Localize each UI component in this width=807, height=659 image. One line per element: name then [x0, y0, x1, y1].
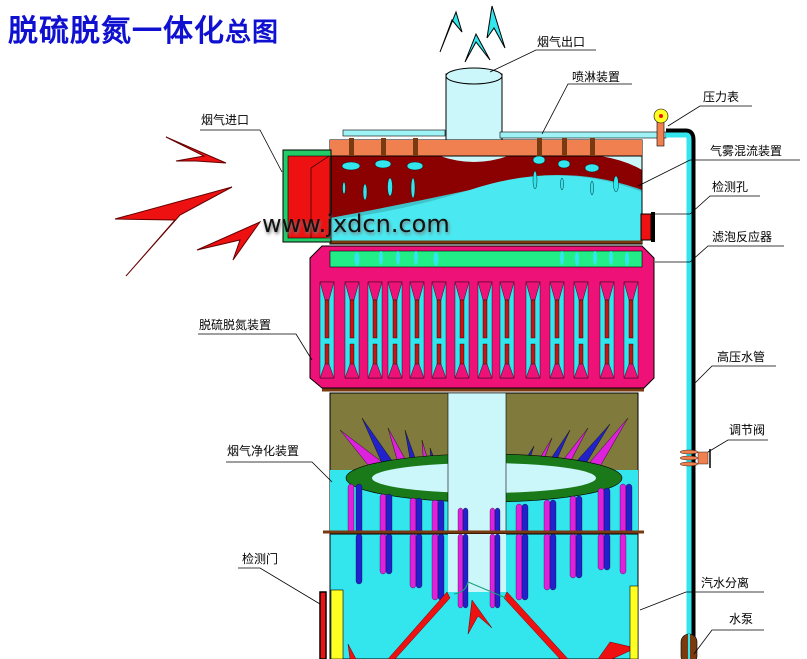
label-inspection-hole: 检测孔: [712, 180, 749, 194]
label-regulating-valve: 调节阀: [729, 423, 766, 437]
label-flue-gas-outlet: 烟气出口: [537, 35, 586, 49]
gas-mist-mixing-chamber: [329, 138, 643, 245]
label-pressure-gauge: 压力表: [703, 90, 740, 104]
title-main: 脱硫脱氮一体化: [8, 14, 225, 49]
inspection-hole: [640, 212, 655, 242]
inlet-arrows-icon: [114, 136, 262, 277]
regulating-valve-icon: [679, 449, 711, 468]
pressure-gauge-icon: [653, 108, 669, 147]
label-flue-gas-purification-device: 烟气净化装置: [227, 444, 300, 458]
label-gas-mist-mixing-device: 气雾混流装置: [710, 144, 783, 158]
title-suffix: 总图: [225, 18, 280, 48]
label-desulfurization-device: 脱硫脱氮装置: [199, 318, 272, 332]
label-water-pump: 水泵: [729, 612, 754, 626]
leader-lines: [198, 49, 800, 655]
watermark: www.jxdcn.com: [262, 210, 450, 238]
label-flue-gas-inlet: 烟气进口: [201, 113, 250, 127]
desulfurization-device: [309, 245, 655, 392]
spray-header-pipe: [342, 128, 696, 640]
diagram-title: 脱硫脱氮一体化总图: [8, 6, 279, 50]
label-inspection-door: 检测门: [242, 552, 279, 566]
water-pump-icon: [680, 633, 698, 659]
label-foam-filter-reactor: 滤泡反应器: [712, 230, 773, 244]
label-steam-water-separation: 汽水分离: [701, 576, 750, 590]
exhaust-arrows-icon: [439, 5, 506, 63]
flue-gas-inlet-duct: [282, 149, 332, 243]
label-high-pressure-water-pipe: 高压水管: [717, 350, 766, 364]
label-spray-device: 喷淋装置: [572, 70, 621, 84]
lower-water-tank: [319, 533, 639, 659]
